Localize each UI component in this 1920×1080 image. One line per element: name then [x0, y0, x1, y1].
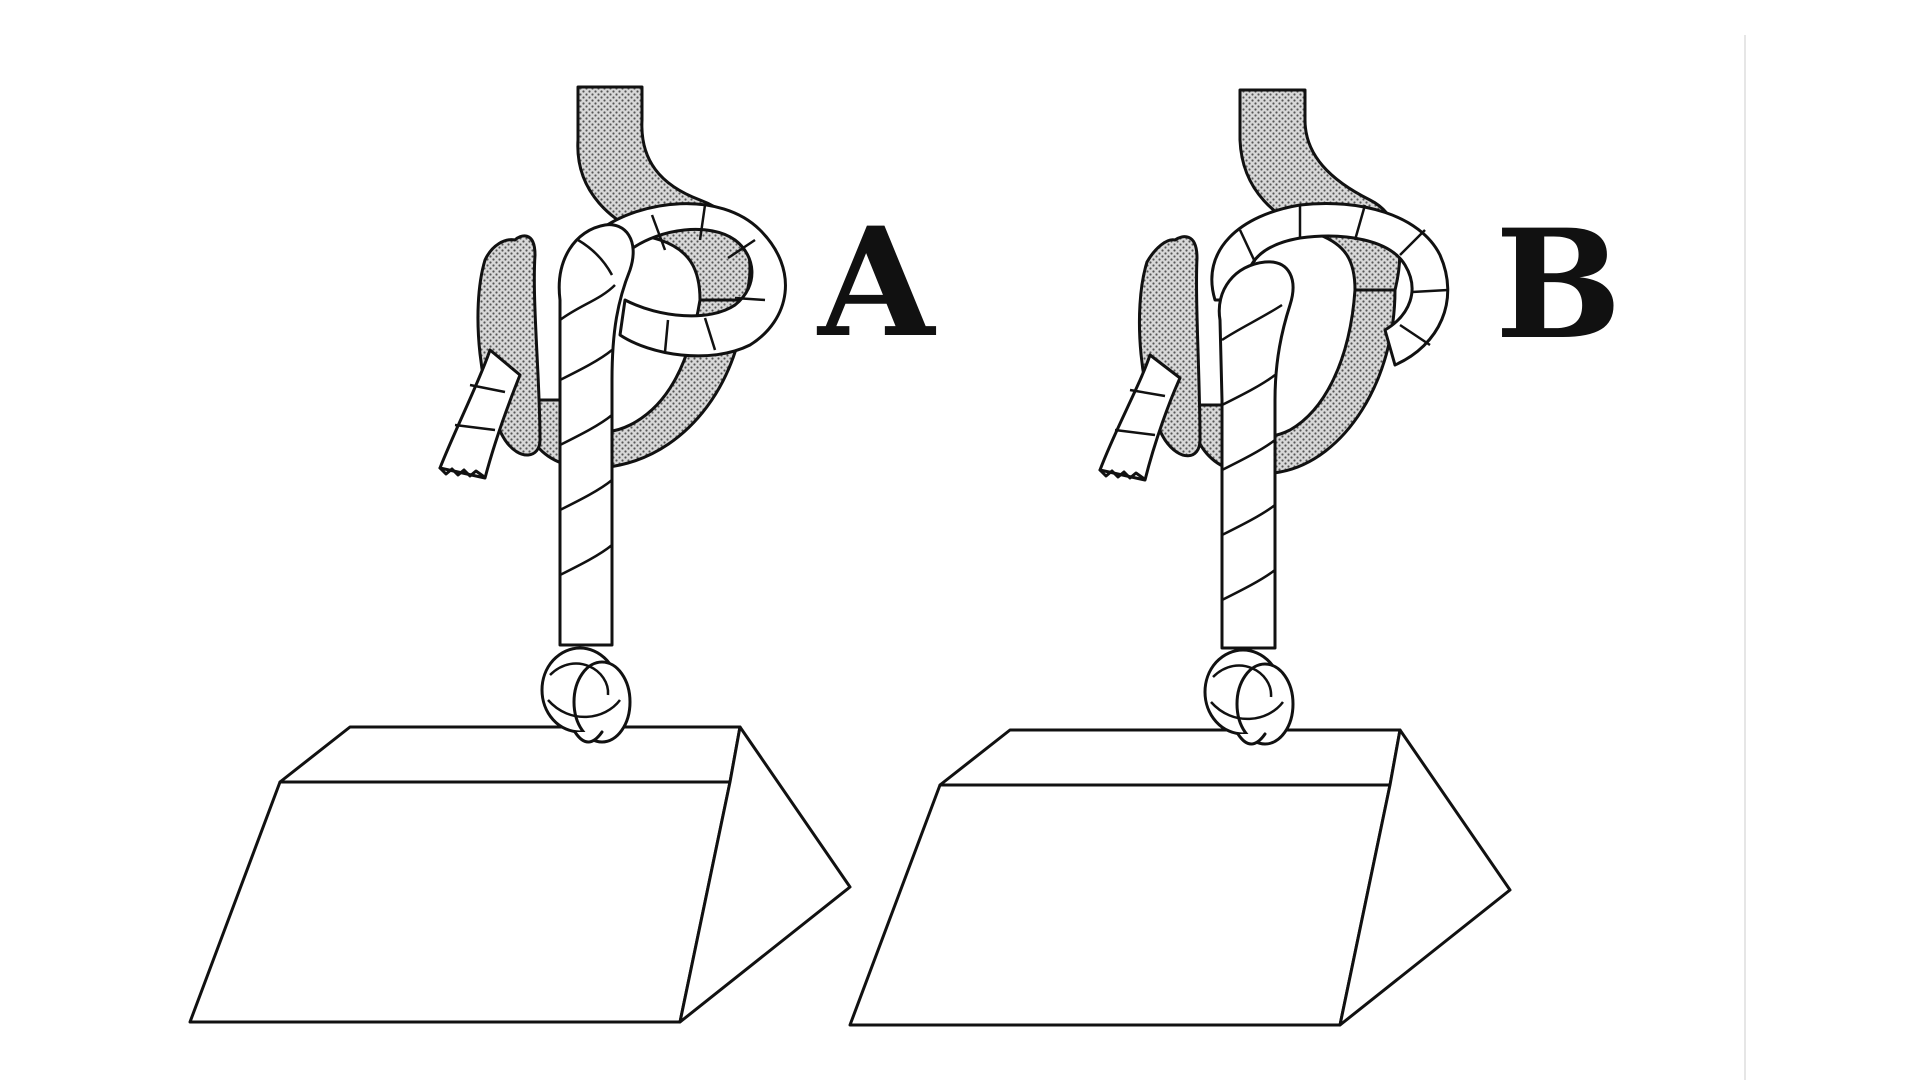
panel-b: B: [848, 88, 1622, 1027]
panel-a: A: [188, 85, 937, 1024]
standing-rope-a: [557, 223, 635, 647]
standing-rope-b: [1217, 260, 1295, 650]
panel-label-b: B: [1495, 197, 1622, 373]
rope-loop-a: [598, 202, 787, 358]
weight-block-b: [848, 728, 1512, 1027]
panel-label-a: A: [816, 195, 937, 371]
hook-shank-b: [1238, 88, 1402, 292]
weight-block-a: [188, 725, 852, 1024]
